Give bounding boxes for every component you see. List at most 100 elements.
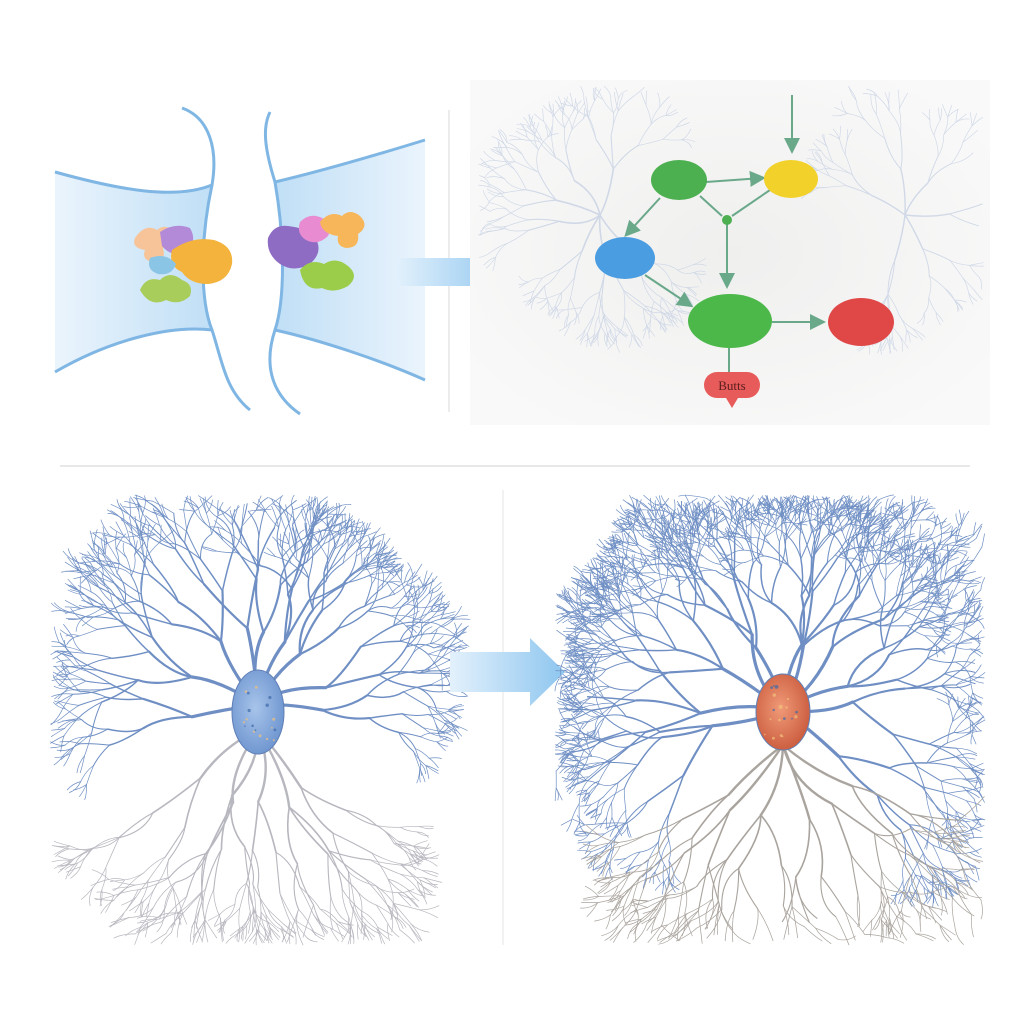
neurite-branch xyxy=(871,537,879,550)
neurite-branch xyxy=(74,556,83,573)
neurite-branch xyxy=(311,531,319,544)
neurite-branch xyxy=(538,171,557,201)
neurite-branch xyxy=(573,653,586,657)
neurite-branch xyxy=(928,275,946,289)
soma-granule xyxy=(271,726,273,729)
neurite-branch xyxy=(962,602,978,612)
neurite-branch xyxy=(794,496,809,504)
neurite-branch xyxy=(581,645,598,649)
neurite-branch xyxy=(393,903,410,926)
neurite-branch xyxy=(65,866,81,873)
neurite-branch xyxy=(955,118,970,123)
neurite-branch xyxy=(356,528,371,535)
neurite-branch xyxy=(428,588,434,604)
neurite-branch xyxy=(967,589,975,602)
neurite-branch xyxy=(388,581,405,597)
neurite-branch xyxy=(142,525,156,536)
neurite-branch xyxy=(484,167,497,179)
neurite-branch xyxy=(159,530,174,543)
neurite-branch xyxy=(598,882,611,895)
neurite-branch xyxy=(565,779,575,788)
neurite-branch xyxy=(820,876,837,918)
neurite-branch xyxy=(584,841,591,855)
neurite-branch xyxy=(495,243,508,258)
neurite-branch xyxy=(173,512,186,544)
neurite-branch xyxy=(60,666,71,675)
neurite-branch xyxy=(627,531,630,545)
neurite-branch xyxy=(129,901,144,912)
neurite-branch xyxy=(975,719,986,726)
neurite-branch xyxy=(661,924,681,941)
neurite-branch xyxy=(888,767,923,788)
neurite-branch xyxy=(346,533,357,551)
neurite-branch xyxy=(932,844,955,853)
neurite-branch xyxy=(800,604,835,646)
neurite-branch xyxy=(79,590,95,606)
neurite-branch xyxy=(908,824,942,840)
neurite-branch xyxy=(620,518,633,526)
neurite-branch xyxy=(564,114,573,130)
neurite-branch xyxy=(631,524,645,538)
neurite-branch xyxy=(420,851,436,858)
neurite-branch xyxy=(947,720,953,744)
neurite-branch xyxy=(811,551,816,593)
neurite-branch xyxy=(936,645,939,658)
neurite-branch xyxy=(952,886,968,900)
neurite-branch xyxy=(401,713,429,716)
neurite-branch xyxy=(555,292,562,307)
neurite-branch xyxy=(601,582,605,604)
neurite-branch xyxy=(489,167,505,180)
neurite-branch xyxy=(352,528,361,545)
neurite-branch xyxy=(958,796,985,821)
neurite-branch xyxy=(329,529,336,550)
neurite-branch xyxy=(732,507,741,520)
neurite-branch xyxy=(581,793,591,803)
neurite-branch xyxy=(960,559,974,568)
neurite-branch xyxy=(937,835,941,848)
neurite-branch xyxy=(356,522,366,535)
neurite-branch xyxy=(557,700,568,705)
neurite-branch xyxy=(301,504,307,517)
neurite-branch xyxy=(105,837,120,868)
neurite-branch xyxy=(428,582,442,594)
neurite-branch xyxy=(925,511,935,521)
neurite-branch xyxy=(321,571,325,612)
neurite-branch xyxy=(101,537,106,556)
neurite-branch xyxy=(572,819,585,826)
neurite-branch xyxy=(574,656,592,673)
neurite-branch xyxy=(787,564,811,597)
neurite-branch xyxy=(730,500,733,513)
neurite-branch xyxy=(361,910,378,928)
neurite-branch xyxy=(741,510,750,521)
neurite-branch xyxy=(943,673,976,685)
neurite-branch xyxy=(538,136,549,151)
neurite-branch xyxy=(350,903,355,928)
neurite-branch xyxy=(822,496,828,512)
neurite-branch xyxy=(607,580,614,590)
neurite-branch xyxy=(131,554,136,577)
neurite-branch xyxy=(430,673,452,685)
neurite-branch xyxy=(969,262,984,266)
neurite-branch xyxy=(968,580,981,584)
neurite-branch xyxy=(670,528,680,536)
neurite-branch xyxy=(69,845,93,851)
neurite-branch xyxy=(91,836,120,851)
neurite-branch xyxy=(890,890,904,896)
neurite-branch xyxy=(566,678,580,684)
neurite-branch xyxy=(554,733,567,737)
neurite-branch xyxy=(588,856,602,869)
neurite-branch xyxy=(944,287,956,301)
neurite-branch xyxy=(570,770,580,780)
neurite-branch xyxy=(922,608,937,616)
neurite-branch xyxy=(554,787,557,802)
neurite-branch xyxy=(281,556,289,596)
neurite-branch xyxy=(114,575,142,595)
neurite-branch xyxy=(437,731,452,734)
neurite-branch xyxy=(653,301,669,314)
neurite-branch xyxy=(901,502,904,515)
neurite-branch xyxy=(879,886,885,921)
neurite-branch xyxy=(591,755,611,763)
neurite-branch xyxy=(850,505,864,509)
neurite-branch xyxy=(583,896,600,900)
neurite-branch xyxy=(613,555,623,568)
